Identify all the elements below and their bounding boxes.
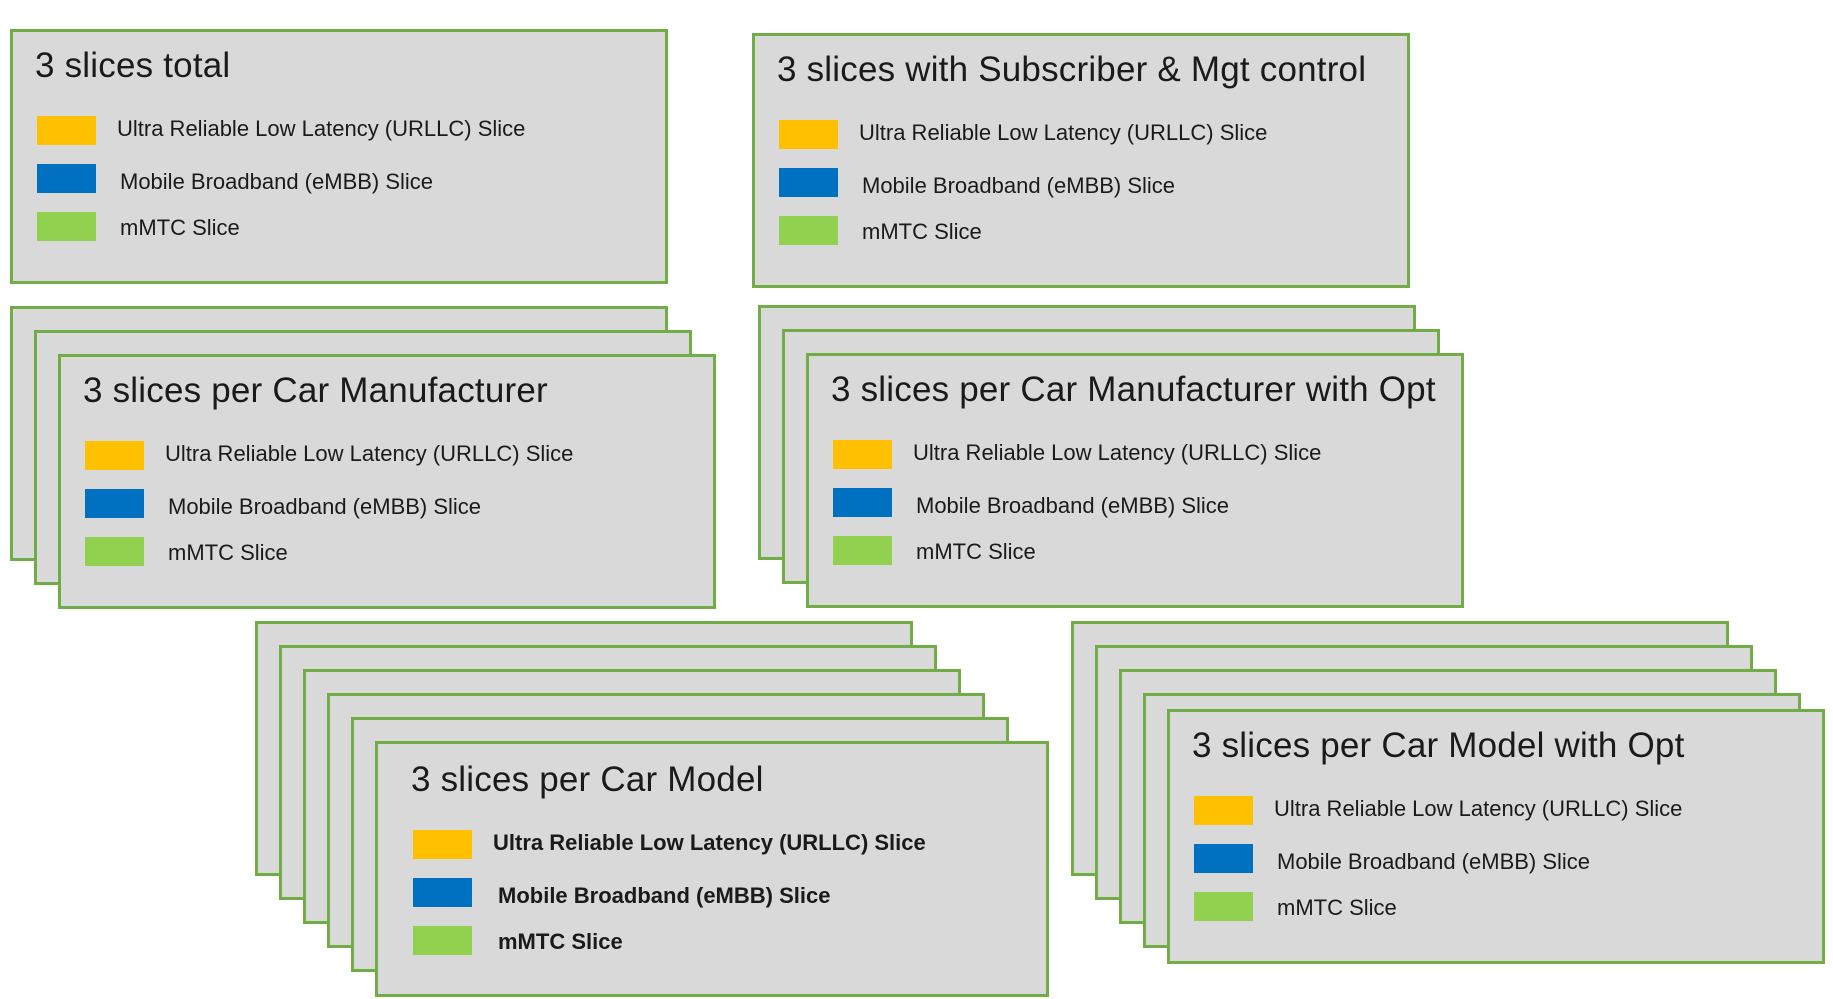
embb-swatch [833,488,892,517]
urllc-label: Ultra Reliable Low Latency (URLLC) Slice [859,120,1268,145]
mmtc-swatch [37,212,96,241]
mmtc-swatch [413,926,472,955]
slice-card-subscriber-mgt: 3 slices with Subscriber & Mgt control U… [752,33,1410,288]
urllc-swatch [833,440,892,469]
card-title: 3 slices per Car Model [411,760,764,799]
urllc-label: Ultra Reliable Low Latency (URLLC) Slice [1274,796,1683,821]
card-title: 3 slices total [35,46,231,85]
mmtc-label: mMTC Slice [498,929,623,954]
mmtc-label: mMTC Slice [916,539,1036,564]
slice-card-car-manufacturer-opt: 3 slices per Car Manufacturer with Opt U… [806,353,1464,608]
mmtc-swatch [779,216,838,245]
embb-swatch [37,164,96,193]
slice-card-car-model: 3 slices per Car Model Ultra Reliable Lo… [375,741,1049,997]
card-title: 3 slices per Car Model with Opt [1192,726,1685,765]
urllc-label: Ultra Reliable Low Latency (URLLC) Slice [165,441,574,466]
embb-label: Mobile Broadband (eMBB) Slice [862,173,1176,198]
urllc-swatch [1194,796,1253,825]
embb-label: Mobile Broadband (eMBB) Slice [498,883,831,908]
mmtc-label: mMTC Slice [120,215,240,240]
embb-label: Mobile Broadband (eMBB) Slice [120,169,434,194]
urllc-label: Ultra Reliable Low Latency (URLLC) Slice [913,440,1322,465]
mmtc-swatch [1194,892,1253,921]
urllc-label: Ultra Reliable Low Latency (URLLC) Slice [493,830,926,855]
embb-swatch [413,878,472,907]
urllc-swatch [779,120,838,149]
mmtc-label: mMTC Slice [862,219,982,244]
embb-label: Mobile Broadband (eMBB) Slice [1277,849,1591,874]
mmtc-swatch [85,537,144,566]
mmtc-label: mMTC Slice [1277,895,1397,920]
embb-swatch [779,168,838,197]
slice-card-car-model-opt: 3 slices per Car Model with Opt Ultra Re… [1167,709,1825,964]
embb-label: Mobile Broadband (eMBB) Slice [168,494,482,519]
slice-card-car-manufacturer: 3 slices per Car Manufacturer Ultra Reli… [58,354,716,609]
card-title: 3 slices per Car Manufacturer [83,371,548,410]
slice-card-total: 3 slices total Ultra Reliable Low Latenc… [10,29,668,284]
urllc-swatch [413,830,472,859]
mmtc-swatch [833,536,892,565]
embb-swatch [85,489,144,518]
urllc-label: Ultra Reliable Low Latency (URLLC) Slice [117,116,526,141]
card-title: 3 slices per Car Manufacturer with Opt [831,370,1436,409]
embb-swatch [1194,844,1253,873]
card-title: 3 slices with Subscriber & Mgt control [777,50,1367,89]
urllc-swatch [37,116,96,145]
urllc-swatch [85,441,144,470]
mmtc-label: mMTC Slice [168,540,288,565]
embb-label: Mobile Broadband (eMBB) Slice [916,493,1230,518]
